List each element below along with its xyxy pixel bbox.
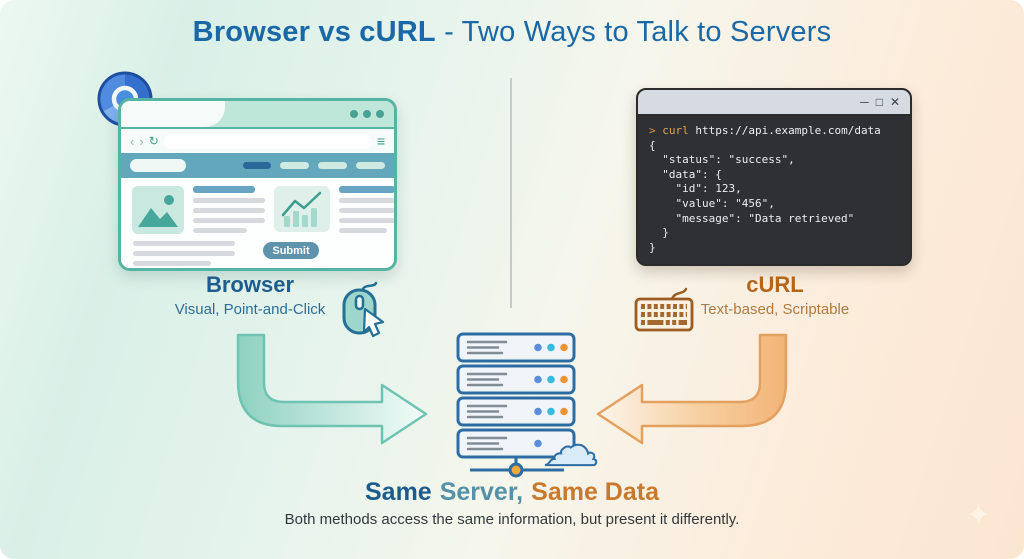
cloud-icon: ☁ [543, 414, 599, 479]
network-node [508, 462, 524, 478]
site-logo-placeholder [130, 159, 186, 172]
browser-titlebar [121, 101, 394, 129]
text-block [133, 241, 235, 266]
terminal-window: ─ □ ✕ > curl https://api.example.com/dat… [636, 88, 912, 266]
maximize-icon[interactable]: □ [875, 95, 883, 109]
nav-pill[interactable] [356, 162, 385, 169]
title-rest: - Two Ways to Talk to Servers [435, 16, 832, 48]
sparkle-icon: ✦ [966, 498, 992, 533]
browser-page-content: Submit [121, 178, 394, 268]
browser-window-dots [350, 110, 384, 118]
headline-same-data: Same Data [531, 478, 659, 506]
image-placeholder-icon [132, 186, 184, 234]
browser-label-block: Browser Visual, Point-and-Click [145, 272, 355, 318]
browser-window-illustration: ‹ › ↻ ≡ [118, 98, 397, 271]
active-nav-pill[interactable] [243, 162, 271, 169]
nav-pill[interactable] [318, 162, 347, 169]
headline-server: Server, [439, 478, 524, 506]
browser-label: Browser [205, 272, 295, 297]
submit-button[interactable]: Submit [263, 242, 319, 259]
curl-tagline: Text-based, Scriptable [700, 301, 850, 318]
address-bar[interactable] [163, 133, 372, 149]
curl-command: curl [662, 124, 696, 137]
server-units [456, 332, 576, 459]
curl-url: https://api.example.com/data [695, 124, 881, 137]
browser-tagline: Visual, Point-and-Click [174, 301, 326, 318]
server-rack-icon: ☁ [456, 332, 600, 480]
minimize-icon[interactable]: ─ [860, 95, 869, 109]
browser-tab[interactable] [121, 101, 225, 127]
keyboard-icon [634, 287, 694, 332]
title-strong: Browser vs cURL [192, 16, 436, 48]
menu-icon[interactable]: ≡ [376, 133, 385, 149]
terminal-prompt: > [649, 124, 663, 137]
refresh-icon[interactable]: ↻ [148, 134, 159, 148]
browser-nav-strip [121, 153, 394, 178]
headline-same: Same [365, 478, 432, 506]
footer-subtitle: Both methods access the same information… [284, 511, 740, 528]
close-icon[interactable]: ✕ [889, 95, 900, 109]
text-block [339, 186, 394, 234]
terminal-output: > curl https://api.example.com/data { "s… [638, 116, 910, 263]
center-divider [510, 78, 512, 308]
forward-icon[interactable]: › [139, 133, 144, 149]
terminal-command-line: > curl https://api.example.com/data [649, 124, 899, 139]
text-block [193, 186, 265, 234]
curl-label: cURL [746, 272, 804, 297]
chart-placeholder-icon [274, 186, 330, 232]
footer-headline: Same Server, Same Data [0, 478, 1024, 507]
terminal-titlebar: ─ □ ✕ [638, 90, 910, 116]
nav-pill[interactable] [280, 162, 309, 169]
mouse-cursor-icon [342, 281, 385, 338]
browser-address-row: ‹ › ↻ ≡ [121, 129, 394, 153]
page-title: Browser vs cURL - Two Ways to Talk to Se… [0, 16, 1024, 49]
curl-to-server-arrow [596, 333, 788, 445]
back-icon[interactable]: ‹ [130, 133, 135, 149]
json-response: { "status": "success", "data": { "id": 1… [649, 138, 855, 254]
browser-to-server-arrow [236, 333, 428, 445]
curl-label-block: cURL Text-based, Scriptable [695, 272, 855, 318]
